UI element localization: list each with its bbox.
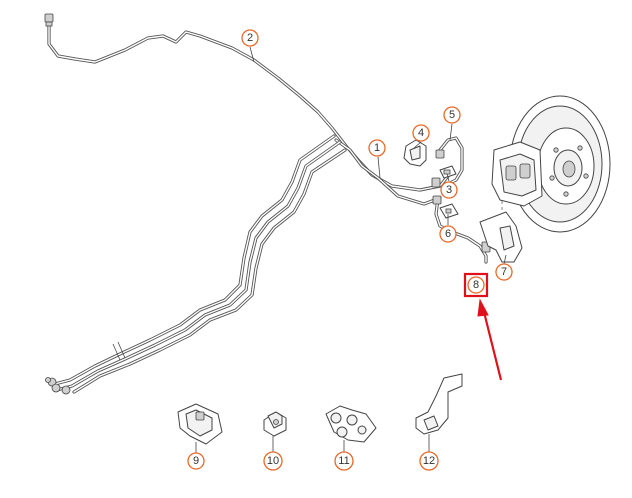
callout-9-label: 9 <box>193 455 199 467</box>
brake-hose-8 <box>432 195 491 264</box>
callout-2-label: 2 <box>247 32 253 44</box>
brake-pipe-1 <box>334 138 442 206</box>
callout-3[interactable]: 3 <box>440 181 458 199</box>
clip-11 <box>325 405 377 443</box>
callout-5[interactable]: 5 <box>443 106 461 124</box>
callout-8[interactable]: 8 <box>463 272 489 298</box>
pipe-bundle-lower <box>45 134 347 395</box>
bracket-12 <box>415 373 463 435</box>
callout-12[interactable]: 12 <box>419 451 439 471</box>
callout-3-label: 3 <box>446 184 452 196</box>
callout-6-label: 6 <box>445 228 451 240</box>
callout-12-label: 12 <box>423 455 435 467</box>
callout-4-label: 4 <box>418 127 424 139</box>
brake-disc-and-caliper <box>491 95 611 233</box>
callout-11[interactable]: 11 <box>334 451 354 471</box>
red-pointer-arrow-icon <box>477 298 503 381</box>
brake-hose-5 <box>431 136 464 188</box>
leader-lines <box>195 46 507 453</box>
callout-10-label: 10 <box>267 455 279 467</box>
callout-1[interactable]: 1 <box>368 139 386 157</box>
callout-2[interactable]: 2 <box>241 29 259 47</box>
callout-8-label: 8 <box>473 279 479 291</box>
callout-11-label: 11 <box>338 455 349 467</box>
bracket-4 <box>403 139 427 167</box>
callout-7-label: 7 <box>501 266 507 278</box>
callout-6[interactable]: 6 <box>439 225 457 243</box>
callout-4[interactable]: 4 <box>412 124 430 142</box>
bracket-7 <box>479 196 523 263</box>
clip-3 <box>439 165 457 179</box>
callout-8-highlight-box <box>463 272 489 298</box>
clip-9 <box>177 403 223 445</box>
clip-6 <box>439 203 459 219</box>
callout-9[interactable]: 9 <box>187 452 205 470</box>
callout-10[interactable]: 10 <box>263 451 283 471</box>
callout-7[interactable]: 7 <box>495 263 513 281</box>
callout-5-label: 5 <box>449 109 455 121</box>
clip-10 <box>263 411 287 437</box>
callout-1-label: 1 <box>374 142 380 154</box>
